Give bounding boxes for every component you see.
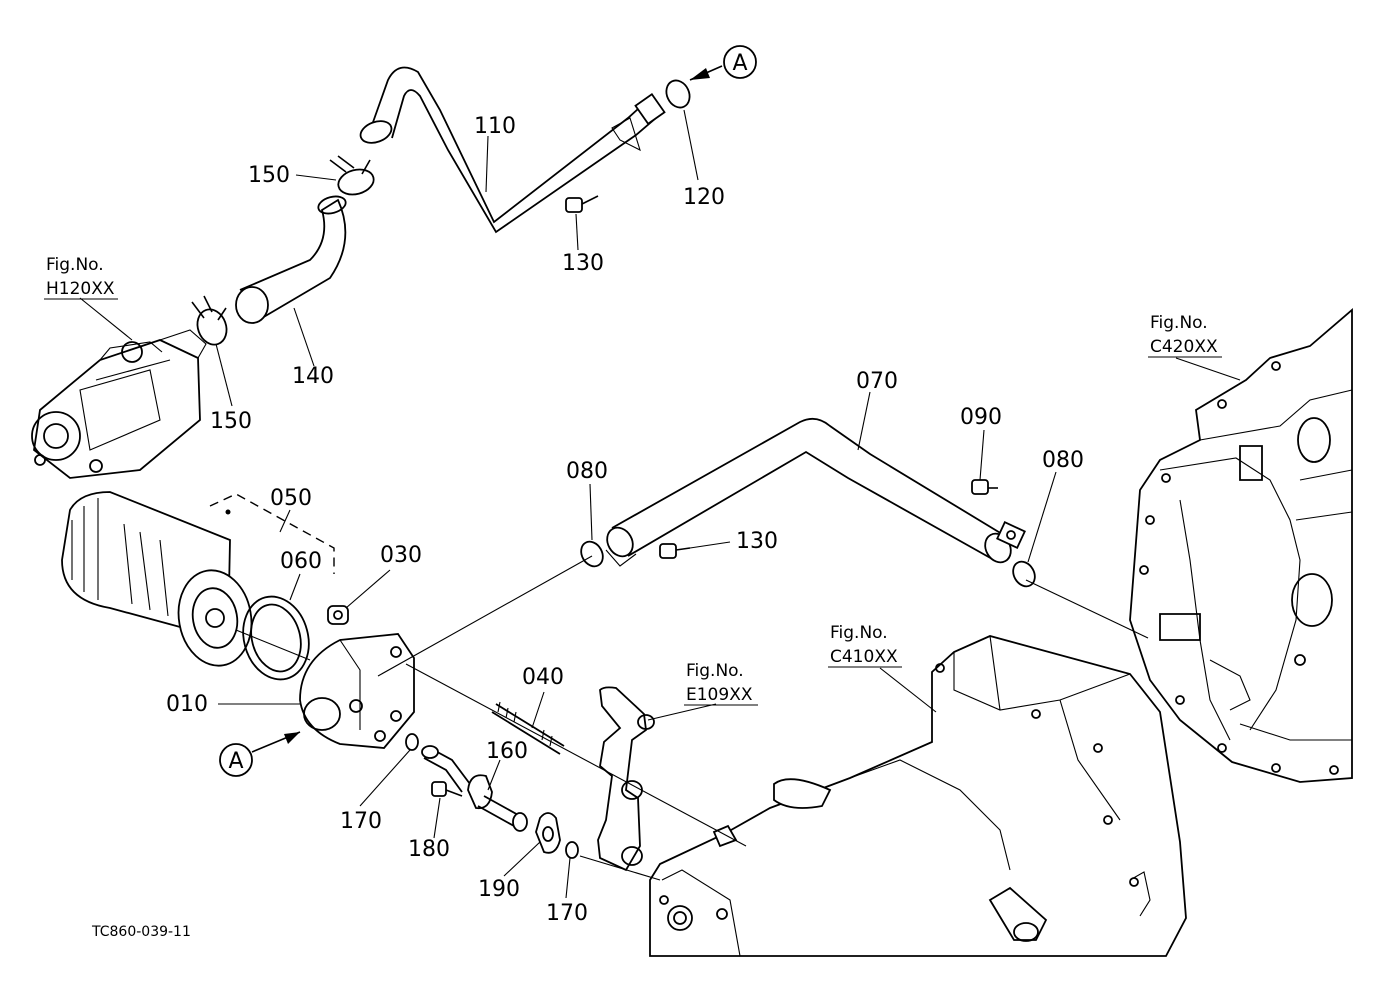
filter-kit-bracket (209, 493, 335, 574)
fig-ref-e109xx-title: Fig.No. (686, 661, 744, 681)
filter-head-010[interactable] (299, 633, 415, 749)
gasket-060[interactable] (234, 589, 318, 687)
linkage-e109xx (597, 686, 655, 872)
label-150-upper: 150 (248, 163, 290, 188)
o-ring-080-left[interactable] (577, 538, 607, 571)
fig-ref-e109xx-code: E109XX (686, 685, 753, 705)
label-170-upper: 170 (340, 809, 382, 834)
fig-ref-h120xx-code: H120XX (46, 279, 115, 299)
pipe-110[interactable] (358, 66, 666, 234)
plug-030[interactable] (327, 605, 349, 625)
label-130-lower: 130 (736, 529, 778, 554)
fig-ref-e109xx[interactable]: Fig.No. E109XX (684, 661, 758, 706)
label-080-right: 080 (1042, 448, 1084, 473)
connection-lines (235, 555, 1149, 881)
fig-ref-h120xx[interactable]: Fig.No. H120XX (44, 255, 118, 300)
arrow-to-a-top (689, 65, 723, 81)
label-190: 190 (478, 877, 520, 902)
stud-040[interactable] (491, 701, 565, 755)
arrow-to-a-left (251, 731, 301, 753)
o-ring-170-upper[interactable] (405, 733, 419, 751)
label-130-upper: 130 (562, 251, 604, 276)
filter-cartridge-050[interactable] (61, 491, 259, 672)
marker-a-top: A (723, 45, 757, 79)
fig-ref-c410xx-code: C410XX (830, 647, 898, 667)
label-090: 090 (960, 405, 1002, 430)
label-030: 030 (380, 543, 422, 568)
marker-a-left-text: A (228, 749, 243, 774)
label-070: 070 (856, 369, 898, 394)
o-ring-120[interactable] (662, 77, 694, 112)
transmission-case-c410xx (649, 635, 1187, 957)
marker-a-top-text: A (732, 51, 747, 76)
label-180: 180 (408, 837, 450, 862)
label-140: 140 (292, 364, 334, 389)
o-ring-080-right[interactable] (1009, 558, 1039, 591)
bolt-130-upper[interactable] (565, 195, 599, 213)
label-060: 060 (280, 549, 322, 574)
fig-ref-c410xx[interactable]: Fig.No. C410XX (828, 623, 902, 668)
bolt-090[interactable] (971, 479, 998, 495)
fig-ref-c420xx[interactable]: Fig.No. C420XX (1148, 313, 1222, 358)
label-080-left: 080 (566, 459, 608, 484)
label-160: 160 (486, 739, 528, 764)
bolt-130-lower[interactable] (659, 543, 691, 559)
label-110: 110 (474, 114, 516, 139)
label-010: 010 (166, 692, 208, 717)
label-150-lower: 150 (210, 409, 252, 434)
label-040: 040 (522, 665, 564, 690)
clamp-150-lower[interactable] (191, 295, 231, 349)
marker-a-left: A (219, 743, 253, 777)
fig-ref-c410xx-title: Fig.No. (830, 623, 888, 643)
leader-lines (79, 109, 1241, 899)
bolt-180[interactable] (431, 781, 463, 797)
label-050: 050 (270, 486, 312, 511)
label-120: 120 (683, 185, 725, 210)
fig-ref-h120xx-title: Fig.No. (46, 255, 104, 275)
o-ring-170-lower[interactable] (565, 841, 579, 859)
pipe-070[interactable] (602, 417, 1026, 567)
fig-ref-c420xx-title: Fig.No. (1150, 313, 1208, 333)
drawing-code: TC860-039-11 (91, 924, 191, 940)
pipe-160[interactable] (421, 745, 528, 832)
label-170-lower: 170 (546, 901, 588, 926)
part-labels: 110 120 130 150 140 150 070 090 080 080 … (166, 114, 1084, 926)
case-c420xx (1129, 308, 1353, 783)
clamp-150-upper[interactable] (329, 155, 376, 198)
gasket-190[interactable] (535, 812, 561, 854)
hose-140[interactable] (235, 194, 348, 324)
pump-h120xx (31, 329, 207, 479)
fig-ref-c420xx-code: C420XX (1150, 337, 1218, 357)
